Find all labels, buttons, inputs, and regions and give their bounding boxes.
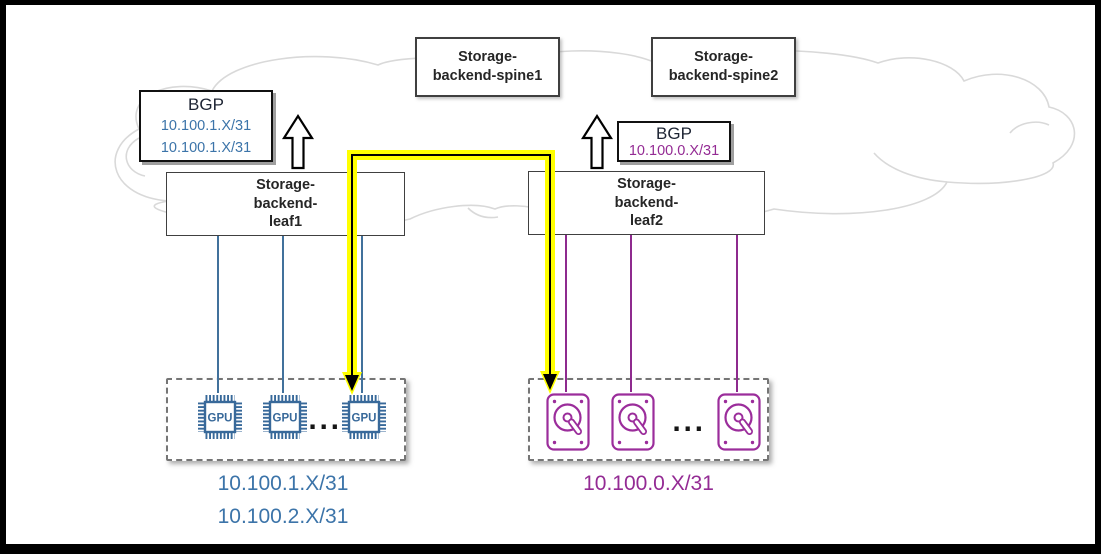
bgp-right-route-1: 10.100.0.X/31: [628, 142, 720, 159]
gpu-chip-icon: GPU: [263, 395, 307, 439]
spine1-label: Storage- backend-spine1: [432, 49, 543, 84]
gpu-subnet-line-2: 10.100.2.X/31: [217, 505, 349, 528]
bgp-callout-leaf2: BGP 10.100.0.X/31: [617, 121, 731, 162]
bgp-left-route-1: 10.100.1.X/31: [160, 117, 252, 134]
disk-icon: [611, 393, 655, 451]
spine2-box: Storage- backend-spine2: [651, 37, 796, 97]
disk-ellipsis: ...: [672, 409, 706, 437]
bgp-right-title: BGP: [656, 123, 692, 143]
gpu-ellipsis: ...: [308, 407, 342, 435]
gpu-cluster-box: GPU GPU ... GPU: [166, 378, 406, 461]
disk-icon: [717, 393, 761, 451]
disk-icon: [546, 393, 590, 451]
bgp-left-title: BGP: [188, 94, 224, 114]
spine1-box: Storage- backend-spine1: [415, 37, 560, 97]
spine2-label: Storage- backend-spine2: [668, 49, 779, 84]
gpu-chip-icon: GPU: [342, 395, 386, 439]
leaf1-box: Storage- backend- leaf1: [166, 172, 405, 236]
leaf2-label: Storage- backend- leaf2: [614, 176, 679, 230]
disk-subnet-line-1: 10.100.0.X/31: [583, 472, 714, 495]
gpu-subnet-line-1: 10.100.1.X/31: [217, 472, 349, 495]
gpu-label-3: GPU: [352, 413, 377, 425]
gpu-chip-icon: GPU: [198, 395, 242, 439]
gpu-label-2: GPU: [273, 413, 298, 425]
gpu-subnet-caption: 10.100.1.X/31 10.100.2.X/31: [163, 467, 403, 533]
disk-subnet-caption: 10.100.0.X/31: [528, 467, 769, 500]
gpu-label-1: GPU: [208, 413, 233, 425]
disk-cluster-box: ...: [528, 378, 769, 461]
leaf2-box: Storage- backend- leaf2: [528, 171, 765, 235]
bgp-left-route-2: 10.100.1.X/31: [160, 139, 252, 156]
leaf1-label: Storage- backend- leaf1: [253, 177, 318, 231]
bgp-callout-leaf1: BGP 10.100.1.X/31 10.100.1.X/31: [139, 90, 273, 162]
